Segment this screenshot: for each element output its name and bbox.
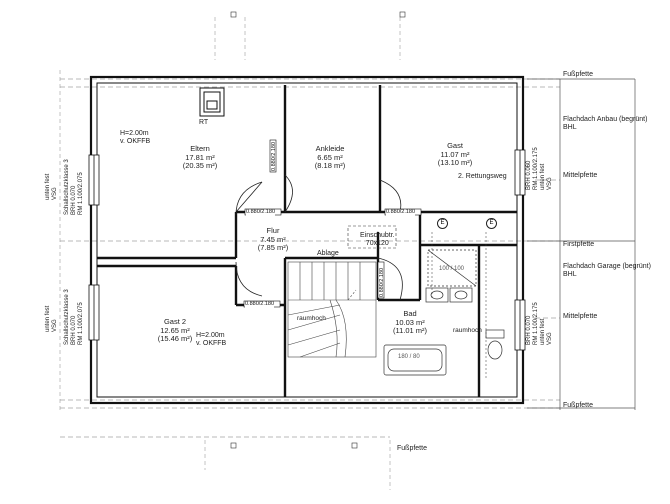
mittelpfette-top-label: Mittelpfette xyxy=(563,172,598,179)
attic-hatch-size: 70x120 xyxy=(365,240,389,248)
eltern-height-note: H=2.00m v. OKFFB xyxy=(120,130,150,146)
window-right-bottom-glass: VSG xyxy=(546,332,553,345)
room-ankleide-label: Ankleide 6.65 m² (8.18 m²) xyxy=(300,144,360,171)
window-left-top-glass: VSG xyxy=(51,187,58,200)
door-dim-eltern: 0.880/2.180 xyxy=(246,209,276,216)
window-right-bottom-brh: BRH 0.070 xyxy=(526,315,532,345)
fusspfette-bottom2-label: Fußpfette xyxy=(397,445,427,452)
rettungsweg-label: 2. Rettungsweg xyxy=(458,173,507,180)
window-left-bottom-glass: VSG xyxy=(51,319,58,332)
attic-hatch-label: Einschubtr. 70x120 xyxy=(360,232,395,248)
room-gast2-name: Gast 2 xyxy=(163,317,187,326)
raumhoch-right-label: raumhoch xyxy=(453,327,482,334)
window-left-bottom-info-1: unten fest VSG xyxy=(45,306,59,332)
window-left-bottom-brh: BRH 0.070 xyxy=(70,315,77,345)
room-bad-area-gross: (11.01 m²) xyxy=(392,326,428,336)
room-flur-label: Flur 7.45 m² (7.85 m²) xyxy=(248,226,298,253)
room-eltern-area-gross: (20.35 m²) xyxy=(182,161,218,171)
firstpfette-label: Firstpfette xyxy=(563,241,595,248)
room-eltern-area: 17.81 m² xyxy=(185,152,215,162)
window-right-bottom-rm: RM 1.100/2.175 xyxy=(532,302,539,345)
door-dim-bad: 0.880/2.180 xyxy=(379,267,385,297)
staircase xyxy=(287,261,377,358)
gast2-height-ref: v. OKFFB xyxy=(196,340,227,348)
reference-lines xyxy=(527,78,636,410)
e-marker-2: E xyxy=(486,218,497,229)
flachdach-anbau-bhl: BHL xyxy=(563,124,577,132)
doors xyxy=(235,174,403,301)
window-left-bottom-rm: RM 1.100/2.075 xyxy=(77,302,84,345)
window-right-bottom-info: BRH 0.070 RM 1.100/2.175 unten fest VSG xyxy=(526,302,554,345)
room-gast-area: 11.07 m² xyxy=(440,149,470,159)
room-ankleide-area-gross: (8.18 m²) xyxy=(314,161,346,171)
window-right-top-rm: RM 1.100/2.175 xyxy=(532,147,539,190)
window-left-top-sound: Schallschutzklasse 3 xyxy=(64,159,70,215)
outer-walls xyxy=(89,75,525,405)
window-right-top-info: BRH 0.060 RM 1.100/2.175 unten fest VSG xyxy=(526,147,554,190)
door-dim-ankleide: 0.880/2.180 xyxy=(271,141,277,171)
interior-walls xyxy=(97,85,517,397)
gast2-height-note: H=2.00m v. OKFFB xyxy=(196,332,226,348)
room-bad-label: Bad 10.03 m² (11.01 m²) xyxy=(385,309,435,336)
mittelpfette-bottom-label: Mittelpfette xyxy=(563,313,598,320)
room-gast2-label: Gast 2 12.65 m² (15.46 m²) xyxy=(145,317,205,344)
room-flur-name: Flur xyxy=(266,226,280,235)
flachdach-garage-bhl: BHL xyxy=(563,271,577,279)
room-gast-label: Gast 11.07 m² (13.10 m²) xyxy=(425,141,485,168)
window-right-top-brh: BRH 0.060 xyxy=(526,160,532,190)
room-gast-name: Gast xyxy=(447,141,463,150)
room-eltern-label: Eltern 17.81 m² (20.35 m²) xyxy=(170,144,230,171)
room-bad-area: 10.03 m² xyxy=(395,317,425,327)
bathtub-size-label: 180 / 80 xyxy=(398,354,420,360)
room-ankleide-area: 6.65 m² xyxy=(317,152,343,162)
shower-size-label: 100 / 100 xyxy=(439,266,465,272)
room-gast2-area-gross: (15.46 m²) xyxy=(157,334,193,344)
window-right-top-fixed: unten fest xyxy=(539,163,546,190)
window-left-top-brh: BRH 0.070 xyxy=(70,185,77,215)
purlin-lines xyxy=(60,78,560,438)
window-left-bottom-fixed: unten fest xyxy=(45,305,51,332)
e-marker-1: E xyxy=(437,218,448,229)
grid-lines xyxy=(59,17,401,490)
room-gast2-area: 12.65 m² xyxy=(160,325,190,335)
flachdach-garage-title: Flachdach Garage (begrünt) xyxy=(563,263,651,270)
fusspfette-bottom-label: Fußpfette xyxy=(563,402,593,409)
fusspfette-top-label: Fußpfette xyxy=(563,71,593,78)
room-flur-area-gross: (7.85 m²) xyxy=(257,243,289,253)
windows xyxy=(88,149,526,351)
service-lines xyxy=(431,232,487,380)
gast2-height: H=2.00m xyxy=(196,332,225,339)
room-ankleide-name: Ankleide xyxy=(315,144,345,153)
window-left-bottom-sound: Schallschutzklasse 3 xyxy=(64,289,70,345)
room-bad-name: Bad xyxy=(403,309,417,318)
window-left-bottom-info-2: Schallschutzklasse 3 BRH 0.070 RM 1.100/… xyxy=(64,289,85,345)
room-flur-area: 7.45 m² xyxy=(260,234,286,244)
ablage-label: Ablage xyxy=(317,250,339,257)
window-left-top-fixed: unten fest xyxy=(45,173,51,200)
chimney-label: RT xyxy=(199,119,209,126)
room-eltern-name: Eltern xyxy=(190,144,210,153)
eltern-height: H=2.00m xyxy=(120,130,149,137)
chimney xyxy=(199,87,225,117)
flachdach-anbau-label: Flachdach Anbau (begrünt) BHL xyxy=(563,116,647,132)
door-dim-gast: 0.880/2.180 xyxy=(386,209,416,216)
raumhoch-left-label: raumhoch xyxy=(297,315,326,322)
window-left-top-info-1: unten fest VSG xyxy=(45,174,59,200)
window-right-top-glass: VSG xyxy=(546,177,553,190)
window-left-top-info-2: Schallschutzklasse 3 BRH 0.070 RM 1.100/… xyxy=(64,159,85,215)
flachdach-garage-label: Flachdach Garage (begrünt) BHL xyxy=(563,263,651,279)
window-right-bottom-fixed: unten fest xyxy=(539,318,546,345)
attic-hatch-name: Einschubtr. xyxy=(360,232,395,239)
bottom-markers xyxy=(230,11,406,449)
room-gast-area-gross: (13.10 m²) xyxy=(437,158,473,168)
flachdach-anbau-title: Flachdach Anbau (begrünt) xyxy=(563,116,648,123)
door-dim-gast2: 0.880/2.180 xyxy=(245,301,275,308)
eltern-height-ref: v. OKFFB xyxy=(120,138,151,146)
window-left-top-rm: RM 1.100/2.075 xyxy=(77,172,84,215)
